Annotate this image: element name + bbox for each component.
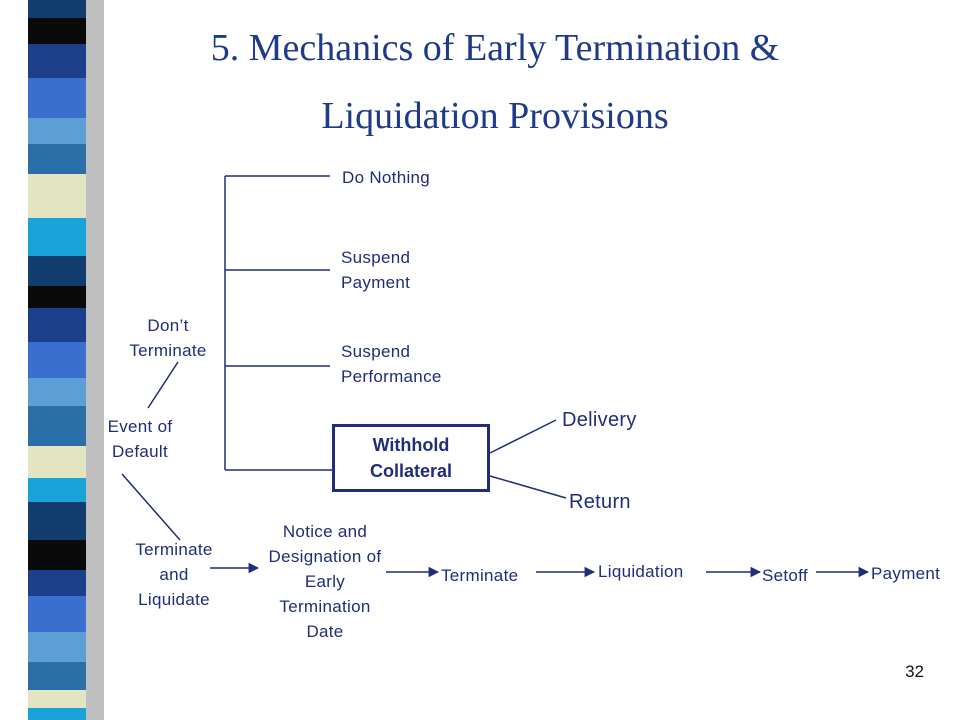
do-nothing-label: Do Nothing <box>342 168 431 187</box>
stripe-block <box>28 256 86 286</box>
suspend-performance-label: Suspend Performance <box>341 342 442 386</box>
stripe-block <box>28 174 86 218</box>
stripe-shadow <box>86 0 104 720</box>
stripe-block <box>28 478 86 502</box>
stripe-block <box>28 44 86 78</box>
event-of-default-label: Event of Default <box>107 417 173 461</box>
dont-terminate-label: Don’t Terminate <box>129 316 207 360</box>
slide-title-line-2: Liquidation Provisions <box>321 95 669 137</box>
stripe-block <box>28 446 86 478</box>
return-label: Return <box>569 491 631 513</box>
withhold-collateral-box: Withhold Collateral <box>332 424 490 492</box>
stripe-block <box>28 708 86 720</box>
stripe-block <box>28 18 86 44</box>
connector-collateral-to-delivery <box>489 419 557 454</box>
terminate-step-label: Terminate <box>441 566 519 585</box>
stripe-block <box>28 378 86 406</box>
stripe-block <box>28 218 86 256</box>
stripe-block <box>28 632 86 662</box>
stripe-block <box>28 690 86 708</box>
stripe-block <box>28 308 86 342</box>
stripe-block <box>28 0 86 18</box>
suspend-payment-label: Suspend Payment <box>341 248 411 292</box>
page-number: 32 <box>905 662 924 681</box>
connector-default-to-terminate <box>121 473 181 541</box>
stripe-block <box>28 596 86 632</box>
stripe-block <box>28 118 86 144</box>
setoff-step-label: Setoff <box>762 566 808 585</box>
connector-collateral-to-return <box>489 475 567 499</box>
terminate-and-liquidate-label: Terminate and Liquidate <box>135 540 213 609</box>
connector-default-to-dont-terminate <box>147 361 179 409</box>
stripe-block <box>28 662 86 690</box>
stripe-block <box>28 286 86 308</box>
stripe-block <box>28 570 86 596</box>
stripe-block <box>28 540 86 570</box>
stripe-block <box>28 144 86 174</box>
stripe-block <box>28 502 86 540</box>
liquidation-step-label: Liquidation <box>598 562 684 581</box>
stripe-block <box>28 342 86 378</box>
stripe-block <box>28 406 86 446</box>
notice-designation-label: Notice and Designation of Early Terminat… <box>268 522 382 641</box>
payment-step-label: Payment <box>871 564 941 583</box>
decorative-side-stripe <box>28 0 104 720</box>
delivery-label: Delivery <box>562 409 637 431</box>
slide-title-line-1: 5. Mechanics of Early Termination & <box>210 27 780 69</box>
stripe-block <box>28 78 86 118</box>
